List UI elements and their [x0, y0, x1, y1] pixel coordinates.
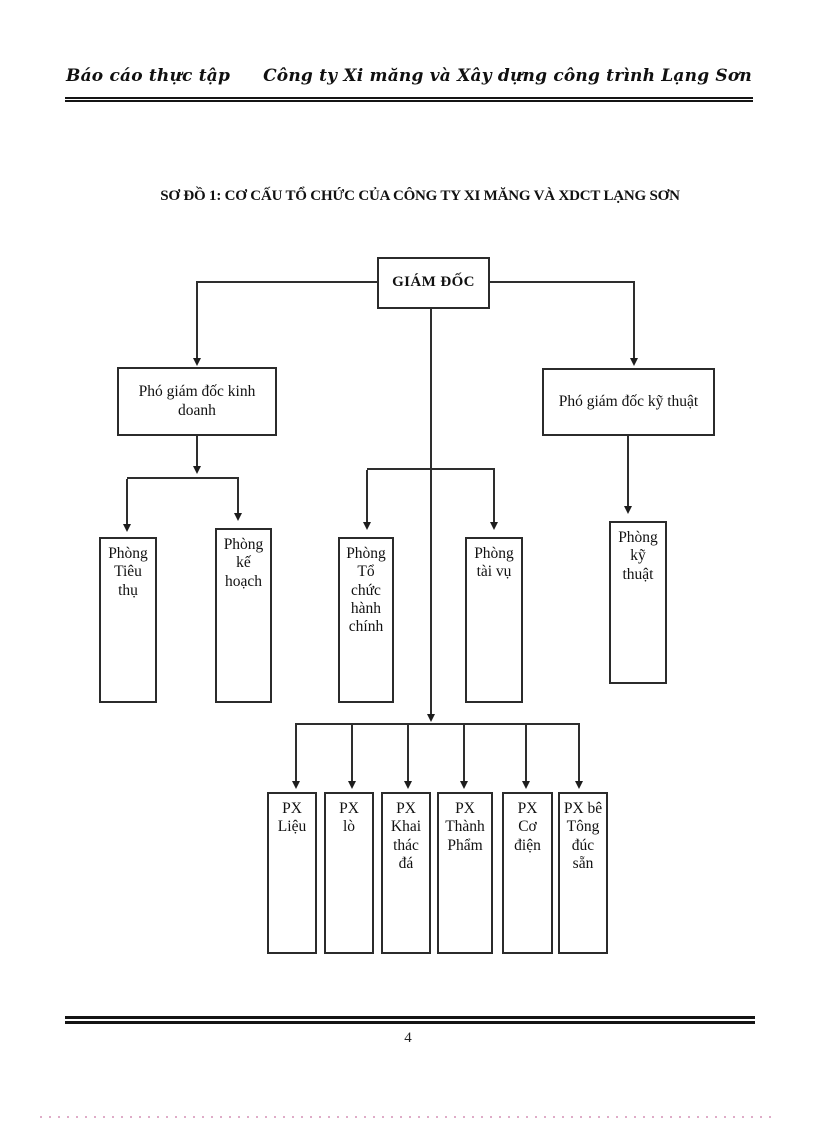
connector-line [627, 436, 629, 506]
org-node-px-co-dien: PX Cơ điện [502, 792, 553, 954]
org-node-dept-admin: Phòng Tổ chức hành chính [338, 537, 394, 703]
org-node-dept-sales: Phòng Tiêu thụ [99, 537, 157, 703]
arrow-down-icon [292, 781, 300, 789]
org-node-dept-planning: Phòng kế hoạch [215, 528, 272, 703]
org-node-px-khai-thac-da: PX Khai thác đá [381, 792, 431, 954]
connector-line [633, 281, 635, 359]
org-node-dept-finance: Phòng tài vụ [465, 537, 523, 703]
connector-line [295, 723, 580, 725]
page-number: 4 [404, 1030, 412, 1046]
connector-line [578, 725, 580, 781]
connector-line [127, 477, 239, 479]
footer-divider [65, 1016, 755, 1024]
org-node-px-lieu: PX Liệu [267, 792, 317, 954]
connector-line [407, 725, 409, 781]
org-node-px-thanh-pham: PX Thành Phẩm [437, 792, 493, 954]
connector-line [196, 281, 378, 283]
org-node-director: GIÁM ĐỐC [377, 257, 490, 309]
header-right-text: Công ty Xi măng và Xây dựng công trình L… [263, 66, 752, 86]
arrow-down-icon [123, 524, 131, 532]
connector-line [366, 470, 368, 522]
page-break-dotted-line [40, 1116, 776, 1118]
connector-line [525, 725, 527, 781]
org-node-deputy-business: Phó giám đốc kinh doanh [117, 367, 277, 436]
arrow-down-icon [404, 781, 412, 789]
header-left-text: Báo cáo thực tập [66, 66, 231, 86]
arrow-down-icon [522, 781, 530, 789]
connector-line [493, 470, 495, 522]
arrow-down-icon [193, 358, 201, 366]
org-node-deputy-technical: Phó giám đốc kỹ thuật [542, 368, 715, 436]
connector-line [196, 281, 198, 360]
connector-line [351, 725, 353, 781]
org-node-px-lo: PX lò [324, 792, 374, 954]
header-divider [65, 97, 753, 102]
arrow-down-icon [348, 781, 356, 789]
arrow-down-icon [234, 513, 242, 521]
diagram-title: SƠ ĐỒ 1: CƠ CẤU TỔ CHỨC CỦA CÔNG TY XI M… [160, 188, 680, 204]
connector-line [237, 479, 239, 513]
arrow-down-icon [630, 358, 638, 366]
arrow-down-icon [460, 781, 468, 789]
connector-line [367, 468, 495, 470]
connector-line [295, 725, 297, 781]
connector-line [196, 436, 198, 466]
arrow-down-icon [490, 522, 498, 530]
org-node-px-be-tong: PX bê Tông đúc sẵn [558, 792, 608, 954]
org-node-dept-technical: Phòng kỹ thuật [609, 521, 667, 684]
arrow-down-icon [193, 466, 201, 474]
connector-line [490, 281, 635, 283]
connector-line [126, 479, 128, 524]
arrow-down-icon [575, 781, 583, 789]
arrow-down-icon [427, 714, 435, 722]
arrow-down-icon [624, 506, 632, 514]
connector-line [430, 309, 432, 714]
arrow-down-icon [363, 522, 371, 530]
connector-line [463, 725, 465, 781]
